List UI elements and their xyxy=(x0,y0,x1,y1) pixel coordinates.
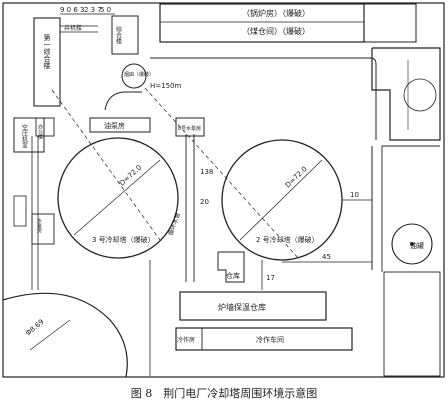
boiler-warehouse-label: 炉墙保温仓库 xyxy=(218,302,266,312)
right-bottom-yard xyxy=(383,271,441,377)
office-building xyxy=(35,117,55,137)
tower2-diameter: D=72.0 xyxy=(284,165,309,189)
boiler-warehouse xyxy=(179,291,327,321)
tower3-label: 3 号冷却塔（爆破） xyxy=(92,235,155,244)
pump-house xyxy=(175,117,205,137)
dim-10: 10 xyxy=(350,191,359,199)
dashed-guide-2 xyxy=(144,87,301,261)
road-edge-top xyxy=(150,57,377,140)
first-complex-building xyxy=(33,17,61,107)
boiler-room-label: （锅炉房）（爆破） xyxy=(242,8,310,18)
road-edge-bottom xyxy=(104,91,142,111)
warehouse-label: 仓库 xyxy=(226,271,240,280)
oil-pump-house xyxy=(89,117,151,133)
dim-top-c: 5 0 xyxy=(100,6,111,14)
boiler-annex xyxy=(363,3,417,43)
oil-tank-label: 油罐 xyxy=(410,241,424,250)
chimney-height: H=150m xyxy=(150,82,181,90)
warehouse xyxy=(217,251,245,283)
right-top-building xyxy=(371,47,441,141)
water-house-label: 水泵房 xyxy=(36,217,42,234)
dim-top-b: 2 3 7 xyxy=(84,6,102,14)
dashed-guide-1 xyxy=(51,89,161,241)
coal-building xyxy=(111,15,139,55)
office-label: 办公楼 xyxy=(37,123,43,140)
mechanic-room xyxy=(13,117,45,153)
first-complex-label: 第一综合楼 xyxy=(43,33,51,70)
tower3-diameter: D=72.0 xyxy=(118,164,143,188)
coal-room-label: （煤仓间）（爆破） xyxy=(242,26,310,36)
cooling-tower-3 xyxy=(57,137,179,259)
chimney xyxy=(121,63,147,89)
dim-45: 45 xyxy=(322,253,331,261)
dim-top-a: 9 0 6 3 xyxy=(60,6,85,14)
drawing-frame xyxy=(2,2,445,378)
dim-138: 138 xyxy=(200,168,213,176)
pipe-label: 循环水管 xyxy=(166,211,182,236)
right-road-edge-2 xyxy=(381,145,440,272)
reservoir-dim: Φ8.69 xyxy=(24,318,45,338)
tower2-diameter-line xyxy=(239,159,323,241)
bottom-left-reservoir xyxy=(2,292,128,378)
tower2-label: 2 号冷却塔（爆破） xyxy=(256,235,319,244)
cold-shop-small xyxy=(175,327,203,351)
left-small-block xyxy=(13,195,27,227)
cold-shop-small-label: 冷作房 xyxy=(177,336,195,344)
chimney-label: 烟囱（爆破） xyxy=(124,71,154,78)
oil-pump-label: 油泵房 xyxy=(104,121,125,130)
pump-house-label: 8号水泵房 xyxy=(178,125,201,132)
dim-17: 17 xyxy=(266,274,275,282)
figure-caption: 图 8 荆门电厂冷却塔周围环境示意图 xyxy=(130,387,318,400)
right-top-curve xyxy=(403,78,437,112)
oil-tank-inner xyxy=(410,242,414,246)
well-building-label: 井机楼 xyxy=(64,24,82,32)
dim-20: 20 xyxy=(200,198,209,206)
mechanic-label: 空压机室 xyxy=(21,123,28,148)
reservoir-dim-line xyxy=(29,319,71,351)
oil-tank xyxy=(391,223,433,265)
tower3-diameter-line xyxy=(73,159,161,236)
cold-shop-label: 冷作车间 xyxy=(256,335,284,344)
coal-building-label: 综合楼 xyxy=(115,25,122,45)
